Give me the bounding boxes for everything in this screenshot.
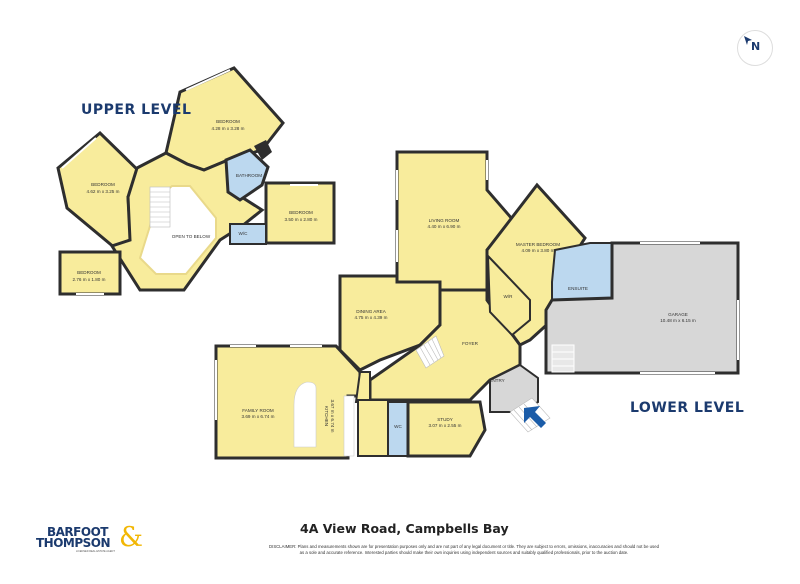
label-upper-bathroom: BATHROOM [236,173,262,178]
bathroom-duct [254,140,272,160]
label-garage: GARAGE [668,312,688,317]
logo-ampersand: & [119,522,144,553]
label-upper-bedroom-2: BEDROOM [91,182,115,187]
kitchen-island [293,381,317,448]
label-dining: DINING AREA [356,309,387,314]
property-address: 4A View Road, Campbells Bay [300,521,509,536]
upper-level-heading: UPPER LEVEL [81,102,192,118]
label-lower-wc: WC [394,424,402,429]
room-laundry [357,399,389,457]
logo-tagline: LICENSED REAL ESTATE AGENT [76,550,115,553]
size-upper-bedroom-4: 2.76 m x 1.80 m [73,277,106,282]
logo-line-2: THOMPSON [36,536,111,550]
size-dining: 4.75 m x 4.39 m [355,315,388,320]
label-family-room: FAMILY ROOM [242,408,274,413]
room-upper-bathroom [224,148,270,202]
lower-level-heading: LOWER LEVEL [630,400,745,416]
room-wr [486,253,531,337]
size-living: 4.40 m x 6.90 m [428,224,461,229]
size-upper-bedroom-1: 4.28 m x 3.28 m [212,126,245,131]
label-entry: ENTRY [489,378,505,383]
label-master-bedroom: MASTER BEDROOM [516,242,560,247]
foyer-stairs [415,335,445,369]
room-lower-wc [387,401,409,457]
label-living: LIVING ROOM [429,218,460,223]
room-upper-bedroom-3 [264,181,336,245]
label-ensuite: ENSUITE [568,286,588,291]
kitchen-bench [343,395,355,457]
label-upper-bedroom-3: BEDROOM [289,210,313,215]
upper-level-plan: BEDROOM 4.28 m x 3.28 m BEDROOM 4.62 m x… [56,66,336,296]
lower-level-plan: LIVING ROOM 4.40 m x 6.90 m MASTER BEDRO… [214,150,740,460]
size-kitchen: 3.67 m x 6.74 m [330,400,335,433]
size-garage: 10.48 m x 6.15 m [660,318,696,323]
north-arrow-icon [744,36,752,45]
disclaimer-line-1: DISCLAIMER: Plans and measurements shown… [269,544,659,549]
room-entry [489,363,539,413]
room-family-kitchen [214,344,362,460]
room-ensuite [551,242,613,302]
label-upper-wc: W/C [239,231,249,236]
disclaimer-line-2: as a sole and accurate reference. Intere… [299,550,629,555]
logo-line-1: BARFOOT [47,525,108,539]
label-wr: W/R [504,294,514,299]
label-foyer: FOYER [462,341,479,346]
room-garage [544,241,740,375]
size-master-bedroom: 4.09 m x 3.80 m [522,248,555,253]
label-study: STUDY [437,417,453,422]
compass-label: N [751,40,761,53]
size-upper-bedroom-2: 4.62 m x 3.25 m [87,189,120,194]
garage-stairs [551,344,575,373]
label-kitchen: KITCHEN [324,406,329,426]
room-study [406,400,487,458]
entry-arrow-icon [524,406,546,428]
brand-logo: BARFOOT THOMPSON & LICENSED REAL ESTATE … [36,522,156,556]
disclaimer: DISCLAIMER: Plans and measurements shown… [166,544,762,556]
room-upper-wc [229,223,267,245]
compass: N [737,30,773,66]
size-upper-bedroom-3: 3.50 m x 2.80 m [285,217,318,222]
label-upper-bedroom-1: BEDROOM [216,119,240,124]
label-open-to-below: OPEN TO BELOW [172,234,211,239]
label-upper-bedroom-4: BEDROOM [77,270,101,275]
upper-stairs [149,186,171,228]
room-upper-bedroom-4 [58,250,122,296]
size-study: 3.07 m x 2.55 m [429,423,462,428]
size-family-room: 3.69 m x 6.74 m [242,414,275,419]
